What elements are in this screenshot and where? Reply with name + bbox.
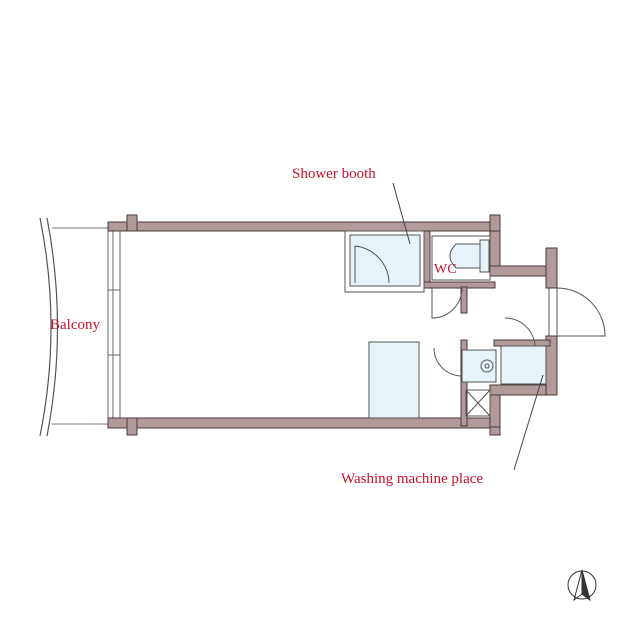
wc-label: WC <box>434 262 457 277</box>
shower-booth <box>344 230 425 293</box>
shower-leader <box>392 182 411 245</box>
entrance-door <box>548 287 606 337</box>
walls <box>107 214 558 436</box>
washing-leader <box>513 374 544 471</box>
shower-booth-label: Shower booth <box>292 166 376 182</box>
balcony-label: Balcony <box>50 317 100 333</box>
north-arrow-icon <box>567 569 597 602</box>
washing-machine-area <box>500 345 547 385</box>
balcony-rail-outer <box>46 217 59 437</box>
wc-door <box>431 287 463 319</box>
washing-machine-label: Washing machine place <box>341 471 484 487</box>
toilet <box>431 235 491 281</box>
inner-door <box>504 317 536 347</box>
storage-box <box>465 389 491 417</box>
balcony-rail <box>39 217 52 437</box>
kitchen-counter <box>368 341 420 419</box>
kitchen-door <box>433 347 463 377</box>
window-wall <box>107 222 121 426</box>
sink <box>461 349 497 383</box>
